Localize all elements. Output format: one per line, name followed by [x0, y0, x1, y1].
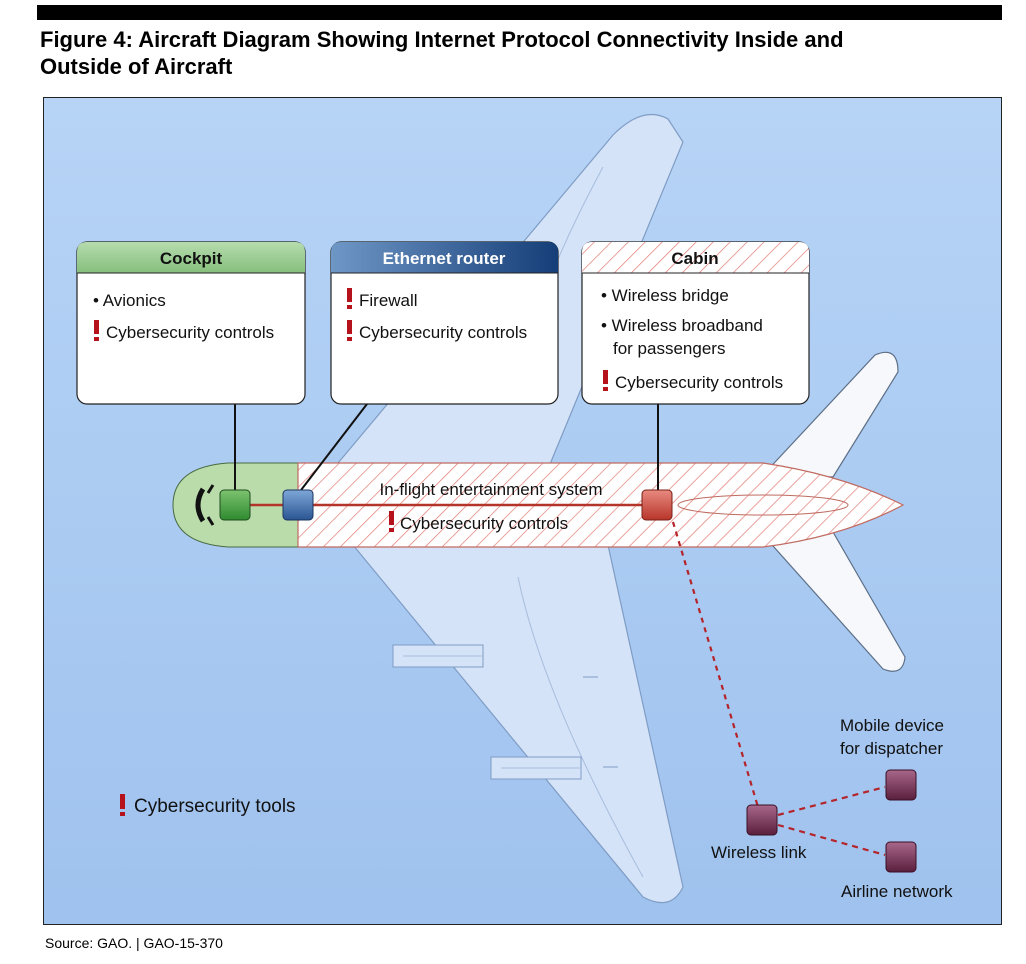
- airline-network-label: Airline network: [841, 882, 953, 901]
- cockpit-alert-icon: [94, 320, 99, 334]
- wireless-link-device: [746, 804, 778, 836]
- router-device: [282, 489, 314, 521]
- lower-wing-detail: [517, 576, 644, 878]
- router-alert-icon-2-dot: [347, 337, 352, 341]
- router-connector: [297, 403, 368, 495]
- upper-stabilizer: [761, 351, 899, 478]
- fuselage-spine: [677, 494, 849, 516]
- cockpit-window-icon: [195, 487, 206, 523]
- airline-network-device: [885, 841, 917, 873]
- legend-alert-icon: [120, 794, 125, 809]
- figure-title: Figure 4: Aircraft Diagram Showing Inter…: [40, 26, 1000, 80]
- cabin-item-broadband-cont: for passengers: [613, 339, 725, 358]
- cabin-device: [641, 489, 673, 521]
- mobile-device-label-1: Mobile device: [840, 716, 944, 735]
- router-alert-icon-1: [347, 288, 352, 302]
- dispatcher-link-line: [777, 785, 886, 817]
- router-item-controls: Cybersecurity controls: [359, 323, 527, 342]
- cockpit-item-controls: Cybersecurity controls: [106, 323, 274, 342]
- router-box-title: Ethernet router: [383, 249, 506, 268]
- legend-label: Cybersecurity tools: [134, 796, 296, 817]
- router-box: Ethernet router Firewall Cybersecurity c…: [330, 241, 559, 405]
- wireless-link-label: Wireless link: [711, 843, 807, 862]
- cabin-item-bridge: • Wireless bridge: [601, 286, 729, 305]
- router-item-firewall: Firewall: [359, 291, 418, 310]
- cockpit-box-title: Cockpit: [160, 249, 223, 268]
- source-note: Source: GAO. | GAO-15-370: [45, 935, 223, 951]
- lower-stabilizer: [763, 531, 906, 672]
- engine-upper: [392, 644, 484, 668]
- cabin-item-broadband: • Wireless broadband: [601, 316, 763, 335]
- ife-alert-icon-dot: [389, 528, 394, 532]
- ife-alert-icon: [389, 511, 394, 525]
- ife-label: In-flight entertainment system: [380, 480, 603, 499]
- cockpit-device: [219, 489, 251, 521]
- router-alert-icon-1-dot: [347, 305, 352, 309]
- aircraft-diagram: In-flight entertainment system Cybersecu…: [43, 97, 1002, 925]
- cabin-alert-icon-dot: [603, 387, 608, 391]
- cabin-box: Cabin • Wireless bridge • Wireless broad…: [581, 241, 810, 405]
- cabin-box-title: Cabin: [671, 249, 718, 268]
- cockpit-box: Cockpit • Avionics Cybersecurity control…: [76, 241, 306, 405]
- header-rule: [37, 5, 1002, 20]
- cockpit-window-frame: [206, 484, 215, 526]
- cockpit-item-avionics: • Avionics: [93, 291, 166, 310]
- ife-controls-label: Cybersecurity controls: [400, 514, 568, 533]
- figure-title-line-2: Outside of Aircraft: [40, 54, 233, 79]
- figure-title-line-1: Figure 4: Aircraft Diagram Showing Inter…: [40, 27, 844, 52]
- cabin-alert-icon: [603, 370, 608, 384]
- cockpit-alert-icon-dot: [94, 337, 99, 341]
- cabin-item-controls: Cybersecurity controls: [615, 373, 783, 392]
- mobile-device-label-2: for dispatcher: [840, 739, 943, 758]
- legend-alert-icon-dot: [120, 812, 125, 816]
- dispatcher-device: [885, 769, 917, 801]
- lower-wing: [351, 544, 684, 904]
- airline-link-line: [777, 823, 886, 857]
- engine-lower: [490, 756, 582, 780]
- router-alert-icon-2: [347, 320, 352, 334]
